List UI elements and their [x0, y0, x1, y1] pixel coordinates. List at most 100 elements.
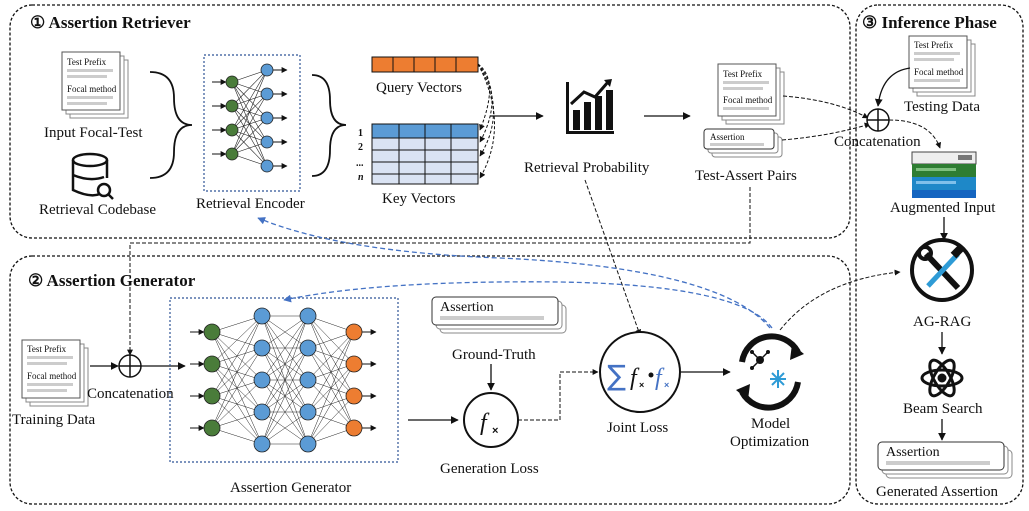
model-optimization-label-line2: Optimization — [730, 434, 810, 450]
generation-loss-label: Generation Loss — [440, 461, 539, 477]
generator-node — [203, 387, 221, 405]
doc-test-prefix: Test Prefix — [67, 57, 107, 67]
section-title-retriever: ① Assertion Retriever — [30, 13, 191, 32]
key-vectors-label: Key Vectors — [382, 191, 456, 207]
inference-frame — [855, 4, 1024, 505]
query-key-attention-arrows — [477, 63, 495, 179]
testing-focal-method: Focal method — [914, 67, 964, 77]
probability-to-joint-loss — [584, 179, 642, 336]
generator-edge — [211, 315, 263, 365]
generator-edge — [261, 315, 309, 349]
retrieval-codebase-label: Retrieval Codebase — [39, 202, 156, 218]
generator-edge — [261, 315, 309, 381]
doc-focal-method: Focal method — [67, 84, 117, 94]
key-row-n: n — [358, 172, 364, 183]
generator-node — [345, 419, 363, 437]
encoder-node — [225, 147, 239, 161]
generator-node — [253, 371, 271, 389]
loss-to-joint-loss — [518, 369, 599, 421]
inference-concatenation-label: Concatenation — [834, 134, 921, 150]
pair-assertion-card: Assertion — [703, 128, 783, 158]
retriever-frame — [9, 4, 851, 239]
generator-node — [253, 435, 271, 453]
augmented-input-label: Augmented Input — [890, 200, 996, 216]
assertion-generator-label: Assertion Generator — [230, 480, 351, 496]
encoder-node — [260, 111, 274, 125]
joint-loss-icon: ∑ f × f × — [599, 331, 681, 413]
training-concatenation-label: Concatenation — [87, 386, 174, 402]
generated-assertion-label: Generated Assertion — [876, 484, 999, 500]
svg-text:f: f — [655, 365, 665, 391]
key-row-ellipsis: ... — [356, 158, 364, 169]
augmented-input-stack — [911, 151, 977, 198]
generator-edge — [261, 411, 309, 445]
generator-edge — [261, 347, 309, 445]
pair-test-prefix: Test Prefix — [723, 69, 763, 79]
encoder-node — [260, 63, 274, 77]
generation-loss-icon: f × — [463, 392, 519, 448]
retrieval-encoder-label: Retrieval Encoder — [196, 196, 305, 212]
pair-assertion-text: Assertion — [710, 132, 745, 142]
section-title-inference: ③ Inference Phase — [862, 13, 997, 32]
input-brace — [149, 71, 193, 179]
generator-frame — [9, 255, 851, 505]
test-assert-pairs-label: Test-Assert Pairs — [695, 168, 797, 184]
testing-to-concat — [874, 67, 911, 107]
ground-truth-label: Ground-Truth — [452, 347, 536, 363]
ag-rag-label: AG-RAG — [913, 314, 971, 330]
database-search-icon — [71, 152, 114, 200]
svg-text:×: × — [492, 425, 498, 437]
test-assert-pair-document: Test Prefix Focal method — [717, 63, 785, 125]
training-data-document: Test Prefix Focal method — [21, 339, 89, 407]
generator-edge — [211, 315, 263, 333]
generator-node — [299, 339, 317, 357]
ground-truth-assertion-text: Assertion — [440, 300, 494, 315]
inference-concatenation-operator — [866, 108, 890, 132]
optimization-to-assertion-generator — [283, 281, 773, 329]
generator-edge — [211, 347, 263, 429]
testing-test-prefix: Test Prefix — [914, 40, 954, 50]
generator-edge — [261, 315, 309, 445]
model-optimization-label-line1: Model — [751, 416, 790, 432]
generator-node — [299, 371, 317, 389]
testing-data-document: Test Prefix Focal method — [908, 35, 976, 97]
beam-search-label: Beam Search — [903, 401, 983, 417]
generator-node — [345, 323, 363, 341]
encoder-edge — [231, 69, 268, 131]
generated-assertion-card: Assertion — [877, 441, 1013, 479]
generator-edge — [211, 427, 263, 445]
generator-edge — [307, 331, 355, 413]
retrieval-encoder-network — [203, 54, 301, 192]
generator-edge — [261, 315, 309, 413]
assertion-generator-network — [169, 297, 399, 463]
svg-text:∑: ∑ — [607, 359, 626, 392]
input-focal-test-label: Input Focal-Test — [44, 125, 143, 141]
encoder-edge — [231, 69, 268, 155]
encoder-node — [225, 75, 239, 89]
generator-edge — [211, 411, 263, 429]
encoder-node — [225, 123, 239, 137]
svg-text:f: f — [630, 365, 640, 391]
encoder-node — [260, 159, 274, 173]
input-focal-test-document: Test Prefix Focal method — [61, 51, 129, 119]
encoder-edge — [231, 69, 268, 107]
training-focal-method: Focal method — [27, 371, 77, 381]
encoder-node — [225, 99, 239, 113]
svg-text:f: f — [480, 410, 490, 436]
testing-data-label: Testing Data — [904, 99, 980, 115]
pair-to-training-concat — [127, 187, 751, 356]
key-row-2: 2 — [358, 142, 363, 153]
model-optimization-icon — [736, 333, 804, 411]
query-vectors — [371, 56, 479, 73]
generator-edge — [211, 315, 263, 429]
generator-edge — [307, 395, 355, 445]
encoder-edge — [231, 117, 268, 155]
training-test-prefix: Test Prefix — [27, 344, 67, 354]
generator-node — [203, 323, 221, 341]
generator-node — [253, 339, 271, 357]
generator-node — [203, 419, 221, 437]
generator-node — [253, 403, 271, 421]
generator-edge — [211, 315, 263, 397]
encoder-edge — [231, 93, 268, 155]
